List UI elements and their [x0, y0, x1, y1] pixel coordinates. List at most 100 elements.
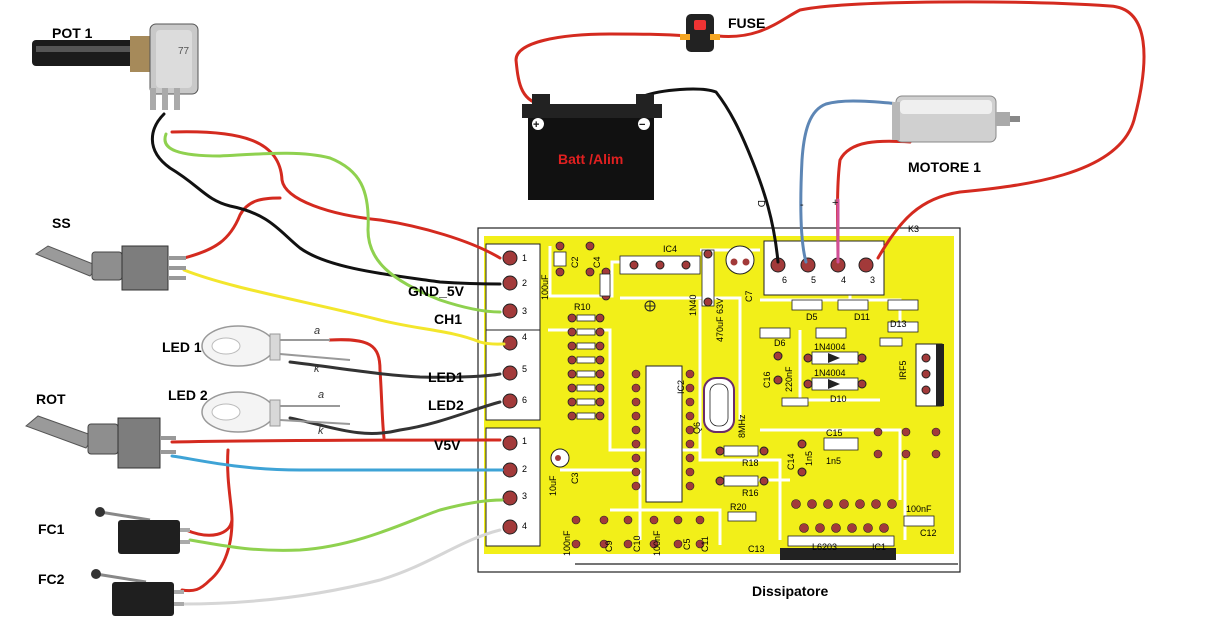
driver-l6203: L6203 IC1	[780, 499, 897, 560]
label-c5: C5	[682, 538, 692, 550]
led1-lead-a: a	[314, 325, 320, 337]
motor-lead-minus: -	[800, 199, 804, 211]
pin-label: 2	[522, 278, 527, 288]
label-led1: LED 1	[162, 339, 202, 355]
label-8mhz: 8MHz	[737, 414, 747, 438]
wire-red-pot-to-board	[170, 130, 502, 260]
pin-label: 4	[522, 521, 527, 531]
potentiometer-pot1: 77	[32, 23, 199, 110]
pin-label: 5	[811, 275, 816, 285]
label-dissipatore: Dissipatore	[752, 583, 828, 599]
label-k3: K3	[908, 224, 919, 234]
wire-red-battery-fuse	[514, 32, 692, 106]
label-1n4004: 1N4004	[814, 368, 846, 378]
wire-black-led1	[288, 360, 502, 379]
wire-black-led2	[288, 400, 502, 435]
wire-motor-blue	[799, 99, 902, 264]
label-r16: R16	[742, 488, 759, 498]
pin-label: 3	[870, 275, 875, 285]
pin-label: 2	[522, 464, 527, 474]
label-1n40: 1N40	[688, 294, 698, 316]
ic2: IC2 Q6	[631, 365, 702, 503]
connector-top-right: 6 5 4 3	[763, 240, 885, 296]
pcb-board: 1 2 3 4 5 6 1 2 3 4	[477, 224, 961, 573]
label-c9: C9	[604, 540, 614, 552]
label-c16: C16	[762, 371, 772, 388]
motor-lead-d: D	[755, 200, 766, 207]
label-ic4: IC4	[663, 244, 677, 254]
label-fuse: FUSE	[728, 15, 765, 31]
led1-lead-k: k	[314, 363, 320, 375]
label-fc2: FC2	[38, 571, 65, 587]
led2-lead-k: k	[318, 425, 324, 437]
pin-label: 4	[522, 332, 527, 342]
label-220nf: 220nF	[784, 366, 794, 392]
crystal: 8MHz	[703, 377, 747, 438]
label-q6: Q6	[692, 422, 702, 434]
resistor-bank	[567, 313, 605, 421]
label-10uf: 10uF	[548, 475, 558, 496]
label-l6203: L6203	[812, 542, 837, 552]
label-c10: C10	[632, 535, 642, 552]
limit-switch-fc2	[91, 569, 184, 616]
wire-red-fc2	[180, 518, 234, 593]
mosfet-irf: IRF5	[898, 343, 944, 407]
label-motor: MOTORE 1	[908, 159, 981, 175]
connector-label-gnd-5v: GND_5V	[408, 283, 465, 299]
wire-black-gnd	[151, 112, 502, 286]
pin-label: 3	[522, 306, 527, 316]
label-ic1: IC1	[872, 542, 886, 552]
label-d6: D6	[774, 338, 786, 348]
label-r18: R18	[742, 458, 759, 468]
label-c4: C4	[592, 256, 602, 268]
battery-label: Batt /Alim	[558, 151, 623, 167]
wires	[151, 0, 1146, 606]
label-c7: C7	[744, 290, 754, 302]
wire-white-fc2	[180, 528, 502, 606]
label-pot1: POT 1	[52, 25, 93, 41]
wire-red-led1	[328, 338, 386, 440]
pin-label: 4	[841, 275, 846, 285]
wire-yellow-ss	[182, 268, 506, 346]
wire-red-fuse-to-board	[716, 0, 1146, 260]
label-r20: R20	[730, 502, 747, 512]
pin-label: 6	[522, 395, 527, 405]
wire-green-fc1	[188, 498, 504, 552]
pin-label: 5	[522, 364, 527, 374]
connector-label-ch1: CH1	[434, 311, 462, 327]
motor-lead-plus: +	[832, 197, 838, 209]
wire-red-rot-v5v	[170, 438, 502, 444]
label-100nf: 100nF	[652, 530, 662, 556]
label-ic2: IC2	[676, 380, 686, 394]
label-c15: C15	[826, 428, 843, 438]
label-rot: ROT	[36, 391, 66, 407]
led2-lead-a: a	[318, 389, 324, 401]
connector-label-led1: LED1	[428, 369, 464, 385]
wire-red-ss	[182, 196, 282, 260]
label-100nf: 100nF	[906, 504, 932, 514]
pin-label: 6	[782, 275, 787, 285]
battery-minus: −	[639, 119, 645, 131]
label-c11: C11	[700, 536, 710, 552]
connector-label-led2: LED2	[428, 397, 464, 413]
led-2	[201, 391, 351, 433]
label-100uf: 100uF	[540, 274, 550, 300]
pin-label: 3	[522, 491, 527, 501]
battery-plus: +	[533, 119, 539, 131]
label-ss: SS	[52, 215, 71, 231]
label-470uf: 470uF 63V	[715, 298, 725, 342]
svg-text:77: 77	[178, 46, 190, 57]
label-1n4004: 1N4004	[814, 342, 846, 352]
label-d11: D11	[854, 312, 870, 322]
label-c12: C12	[920, 528, 937, 538]
capacitor-c7: C7 470uF 63V	[715, 245, 755, 342]
label-led2: LED 2	[168, 387, 208, 403]
label-c13: C13	[748, 544, 765, 554]
wire-blue-rot	[170, 454, 504, 472]
label-d13: D13	[890, 319, 907, 329]
limit-switch-fc1	[95, 507, 190, 554]
connector-left-top: 1 2 3	[485, 243, 541, 331]
motor	[892, 95, 1020, 143]
